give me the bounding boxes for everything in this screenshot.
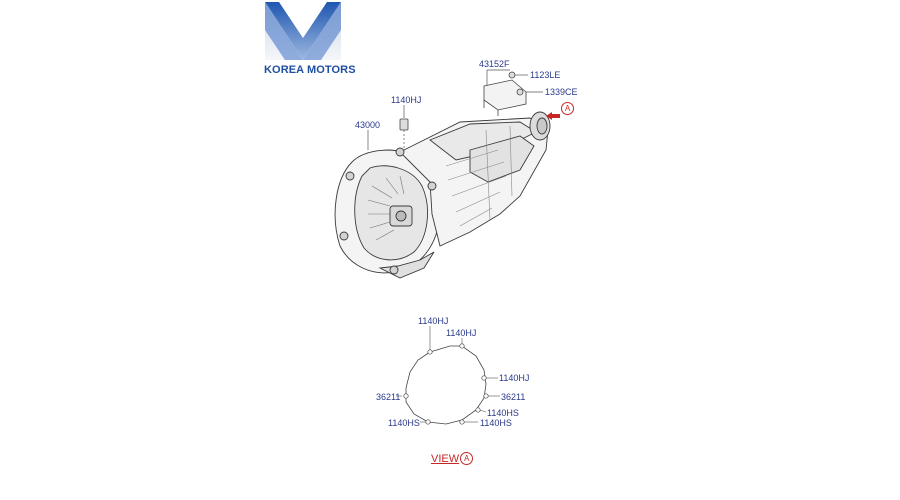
- logo-mark-icon: [265, 2, 341, 60]
- label-view-a-1140HJ-3: 1140HJ: [499, 373, 530, 383]
- label-view-a-36211-left: 36211: [376, 392, 401, 402]
- label-view-a-1140HJ-1: 1140HJ: [418, 316, 449, 326]
- label-view-a-36211-right: 36211: [501, 392, 526, 402]
- label-part-1123LE: 1123LE: [530, 70, 561, 80]
- label-view-a-1140HS-1: 1140HS: [487, 408, 519, 418]
- logo-text: KOREA MOTORS: [264, 64, 356, 76]
- label-part-43152F: 43152F: [479, 59, 510, 69]
- view-caption-text: VIEW: [431, 453, 460, 465]
- label-view-a-1140HS-2: 1140HS: [388, 418, 420, 428]
- view-a-outline: [405, 345, 487, 425]
- view-arrow-icon: [546, 112, 560, 120]
- label-part-1339CE: 1339CE: [545, 87, 578, 97]
- bracket-part: [483, 79, 527, 116]
- view-a-marker: A: [561, 102, 574, 115]
- label-view-a-1140HJ-2: 1140HJ: [446, 328, 477, 338]
- label-part-43000: 43000: [355, 120, 381, 130]
- label-view-a-1140HS-3: 1140HS: [480, 418, 512, 428]
- view-a-leaders: [396, 326, 500, 423]
- transmission-body: [334, 111, 551, 279]
- label-part-1140HJ-top: 1140HJ: [391, 95, 422, 105]
- korea-motors-logo: KOREA MOTORS: [262, 2, 356, 82]
- bolt-icons: [399, 71, 524, 131]
- view-caption-marker: A: [460, 452, 474, 465]
